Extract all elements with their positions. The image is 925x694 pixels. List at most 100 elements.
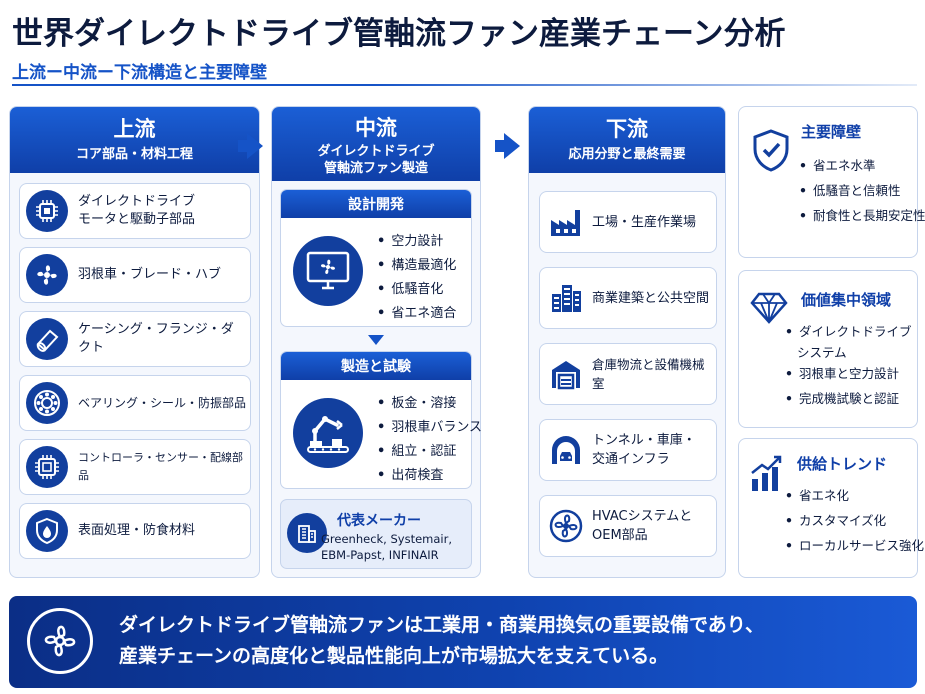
downstream-heading: 下流 [606,117,648,141]
upstream-column: 上流 コア部品・材料工程 ダイレクトドライブ モータと駆動子部品 羽根車・ブレー… [9,106,260,578]
upstream-item-impeller: 羽根車・ブレード・ハブ [19,247,251,303]
upstream-item-label: ダイレクトドライブ モータと駆動子部品 [78,194,196,227]
upstream-item-label: ケーシング・フランジ・ダクト [78,322,234,355]
downstream-subheading: 応用分野と最終需要 [568,147,686,162]
design-bullets: 空力設計 構造最適化 低騒音化 省エネ適合 [377,230,456,326]
manufacturing-box: 製造と試験 板金・溶接 羽根車バランス 組立・認証 出荷検査 [280,351,482,489]
midstream-column: 中流 ダイレクトドライブ 管軸流ファン製造 設計開発 空力設計 構造最適化 低騒… [271,106,482,578]
diamond-icon [749,291,789,329]
manufacturing-bullets: 板金・溶接 羽根車バランス 組立・認証 出荷検査 [377,392,482,488]
midstream-header: 中流 ダイレクトドライブ 管軸流ファン製造 [272,107,480,181]
downstream-item-label: 商業建築と公共空間 [592,290,710,306]
upstream-item-coating: 表面処理・防食材料 [19,503,251,559]
supply-item: ローカルサービス強化 [785,533,924,558]
tunnel-car-icon [548,432,584,468]
controller-chip-icon [26,446,68,488]
upstream-item-label: 表面処理・防食材料 [78,523,196,538]
downstream-item-label: HVACシステムと OEM部品 [592,509,693,543]
design-bullet: 省エネ適合 [377,302,456,326]
fan-outline-icon [548,508,584,544]
banner-text: ダイレクトドライブ管軸流ファンは工業用・商業用換気の重要設備であり、 産業チェー… [119,610,764,672]
barriers-list: 省エネ水準 低騒音と信頼性 耐食性と長期安定性 [799,153,925,228]
upstream-item-motor: ダイレクトドライブ モータと駆動子部品 [19,183,251,239]
downstream-item-commercial: 商業建築と公共空間 [539,267,717,329]
upstream-heading: 上流 [113,117,156,141]
warehouse-icon [548,356,584,392]
robot-arm-icon [293,398,363,468]
supply-box: 供給トレンド 省エネ化 カスタマイズ化 ローカルサービス強化 [738,438,924,578]
design-to-manufacturing-arrow [368,335,384,345]
barrier-item: 低騒音と信頼性 [799,178,925,203]
arrow-up-to-mid [238,140,248,152]
downstream-item-warehouse: 倉庫物流と設備機械室 [539,343,717,405]
downstream-item-label: 倉庫物流と設備機械室 [592,357,705,391]
makers-line1: Greenheck, Systemair, [321,532,452,546]
midstream-heading: 中流 [355,116,397,140]
manufacturing-bullet: 組立・認証 [377,440,482,464]
design-title: 設計開発 [281,190,471,218]
arrow-mid-to-down-head [504,133,520,159]
design-bullet: 低騒音化 [377,278,456,302]
pipe-icon [26,318,68,360]
value-item: ダイレクトドライブ [785,319,912,344]
upstream-item-controller: コントローラ・センサー・配線部品 [19,439,251,495]
banner-line1: ダイレクトドライブ管軸流ファンは工業用・商業用換気の重要設備であり、 [119,614,765,636]
banner-line2: 産業チェーンの高度化と製品性能向上が市場拡大を支えている。 [119,645,669,667]
supply-list: 省エネ化 カスタマイズ化 ローカルサービス強化 [785,483,924,558]
shield-check-icon [751,129,791,177]
supply-item: 省エネ化 [785,483,924,508]
fan-icon [26,254,68,296]
value-list: ダイレクトドライブ システム 羽根車と空力設計 完成機試験と認証 [785,319,912,411]
value-item: 羽根車と空力設計 [785,361,912,386]
monitor-fan-icon [293,236,363,306]
manufacturing-title: 製造と試験 [281,352,471,380]
upstream-item-label: コントローラ・センサー・配線部品 [78,451,243,482]
upstream-subheading: コア部品・材料工程 [75,147,193,162]
design-box: 設計開発 空力設計 構造最適化 低騒音化 省エネ適合 [280,189,472,327]
page-subtitle: 上流ー中流ー下流構造と主要障壁 [12,63,267,83]
barriers-box: 主要障壁 省エネ水準 低騒音と信頼性 耐食性と長期安定性 [738,106,925,258]
manufacturing-bullet: 出荷検査 [377,464,482,488]
downstream-item-hvac: HVACシステムと OEM部品 [539,495,717,557]
growth-chart-icon [749,453,785,497]
motor-chip-icon [26,190,68,232]
building-icon [287,513,327,553]
barriers-title: 主要障壁 [801,123,862,141]
upstream-header: 上流 コア部品・材料工程 [10,107,259,173]
arrow-mid-to-down [495,140,505,152]
downstream-item-label: トンネル・車庫・ 交通インフラ [592,433,696,467]
upstream-item-bearing: ベアリング・シール・防振部品 [19,375,251,431]
midstream-subheading-2: 管軸流ファン製造 [323,161,428,176]
barrier-item: 耐食性と長期安定性 [799,203,925,228]
design-bullet: 構造最適化 [377,254,456,278]
makers-line2: EBM-Papst, INFINAIR [321,548,439,562]
fan-icon [27,608,93,674]
summary-banner: ダイレクトドライブ管軸流ファンは工業用・商業用換気の重要設備であり、 産業チェー… [9,596,917,688]
value-item: 完成機試験と認証 [785,386,912,411]
upstream-item-label: ベアリング・シール・防振部品 [78,396,247,410]
design-bullet: 空力設計 [377,230,456,254]
downstream-header: 下流 応用分野と最終需要 [529,107,725,173]
manufacturing-bullet: 板金・溶接 [377,392,482,416]
makers-box: 代表メーカー Greenheck, Systemair, EBM-Papst, … [280,499,472,569]
building-icon [548,280,584,316]
midstream-subheading-1: ダイレクトドライブ [317,144,435,159]
downstream-item-factory: 工場・生産作業場 [539,191,717,253]
downstream-item-tunnel: トンネル・車庫・ 交通インフラ [539,419,717,481]
page-title: 世界ダイレクトドライブ管軸流ファン産業チェーン分析 [12,16,786,52]
value-box: 価値集中領域 ダイレクトドライブ システム 羽根車と空力設計 完成機試験と認証 [738,270,918,428]
manufacturing-bullet: 羽根車バランス [377,416,482,440]
subtitle-underline [12,84,917,86]
upstream-item-label: 羽根車・ブレード・ハブ [78,267,222,282]
upstream-item-casing: ケーシング・フランジ・ダクト [19,311,251,367]
arrow-up-to-mid-head [247,133,263,159]
makers-title: 代表メーカー [337,513,421,529]
value-title: 価値集中領域 [801,291,892,309]
downstream-column: 下流 応用分野と最終需要 工場・生産作業場 商業建築と公共空間 倉庫物流と設備機… [528,106,726,578]
bearing-icon [26,382,68,424]
downstream-item-label: 工場・生産作業場 [592,214,697,230]
shield-drop-icon [26,510,68,552]
supply-item: カスタマイズ化 [785,508,924,533]
value-item-continuation: システム [797,345,847,360]
barrier-item: 省エネ水準 [799,153,925,178]
